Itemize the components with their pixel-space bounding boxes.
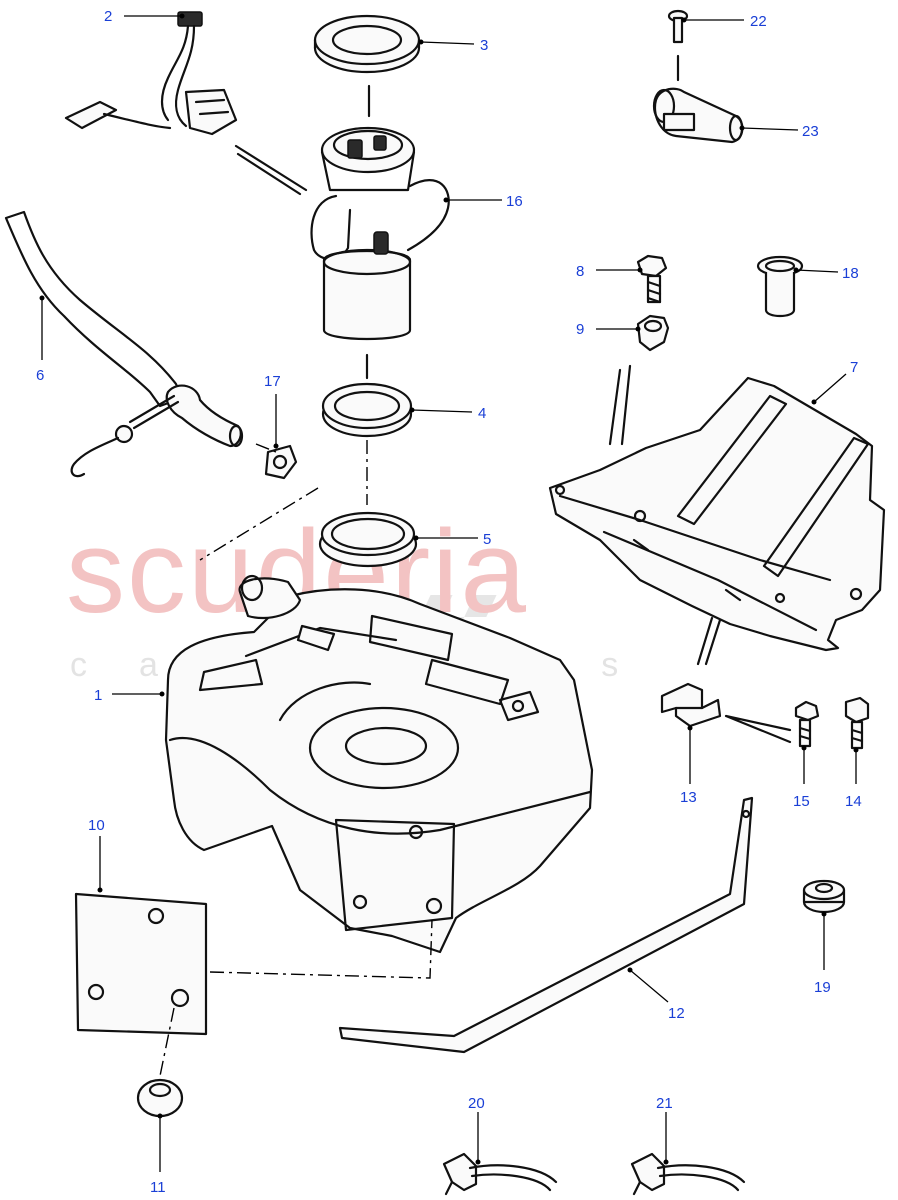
callout-15: 15: [793, 793, 810, 810]
callout-14: 14: [845, 793, 862, 810]
part-2-pointer: [234, 144, 308, 192]
callout-8: 8: [576, 263, 584, 280]
callout-1: 1: [94, 687, 102, 704]
callout-16: 16: [506, 193, 523, 210]
callout-labels: 2 3 4 5 6 7 8 9 10 11 12 13 14 15 16 17 …: [36, 8, 862, 1196]
part-18-grommet: [756, 255, 804, 318]
part-5-retaining-ring: [318, 511, 418, 568]
callout-21: 21: [656, 1095, 673, 1112]
part-15-bolt: [794, 700, 820, 748]
part-9-nut: [636, 314, 670, 352]
callout-3: 3: [480, 37, 488, 54]
part-19-bump-stop: [802, 879, 846, 914]
callout-20: 20: [468, 1095, 485, 1112]
part-3-lock-ring: [313, 14, 421, 74]
part-10-shield-plate: [74, 892, 208, 1036]
callout-13: 13: [680, 789, 697, 806]
callout-17: 17: [264, 373, 281, 390]
part-17-hose-clip: [264, 444, 298, 480]
callout-12: 12: [668, 1005, 685, 1022]
part-4-pump-seal: [321, 382, 413, 438]
callout-23: 23: [802, 123, 819, 140]
part-22-screw: [667, 9, 689, 44]
callout-6: 6: [36, 367, 44, 384]
part-1-fuel-tank: [164, 574, 594, 954]
leader-lines: [39, 13, 859, 1172]
callout-7: 7: [850, 359, 858, 376]
callout-22: 22: [750, 13, 767, 30]
callout-4: 4: [478, 405, 486, 422]
part-23-sensor: [652, 87, 744, 144]
part-13-bracket: [660, 682, 722, 728]
part-8-bolt: [636, 254, 668, 304]
part-20-cable-tie: [442, 1152, 558, 1196]
part-12-tank-strap: [338, 796, 754, 1054]
callout-9: 9: [576, 321, 584, 338]
part-21-cable-tie: [630, 1152, 746, 1196]
part-14-bolt: [844, 696, 870, 750]
callout-5: 5: [483, 531, 491, 548]
callout-18: 18: [842, 265, 859, 282]
callout-10: 10: [88, 817, 105, 834]
callout-2: 2: [104, 8, 112, 25]
part-16-fuel-pump: [310, 126, 450, 341]
part-2-wiring-harness: [64, 11, 238, 136]
part-11-rubber-mount: [136, 1078, 184, 1118]
part-7-heat-shield: [548, 376, 886, 652]
part-6-filler-hose: [4, 210, 244, 478]
callout-11: 11: [150, 1179, 166, 1196]
callout-19: 19: [814, 979, 831, 996]
